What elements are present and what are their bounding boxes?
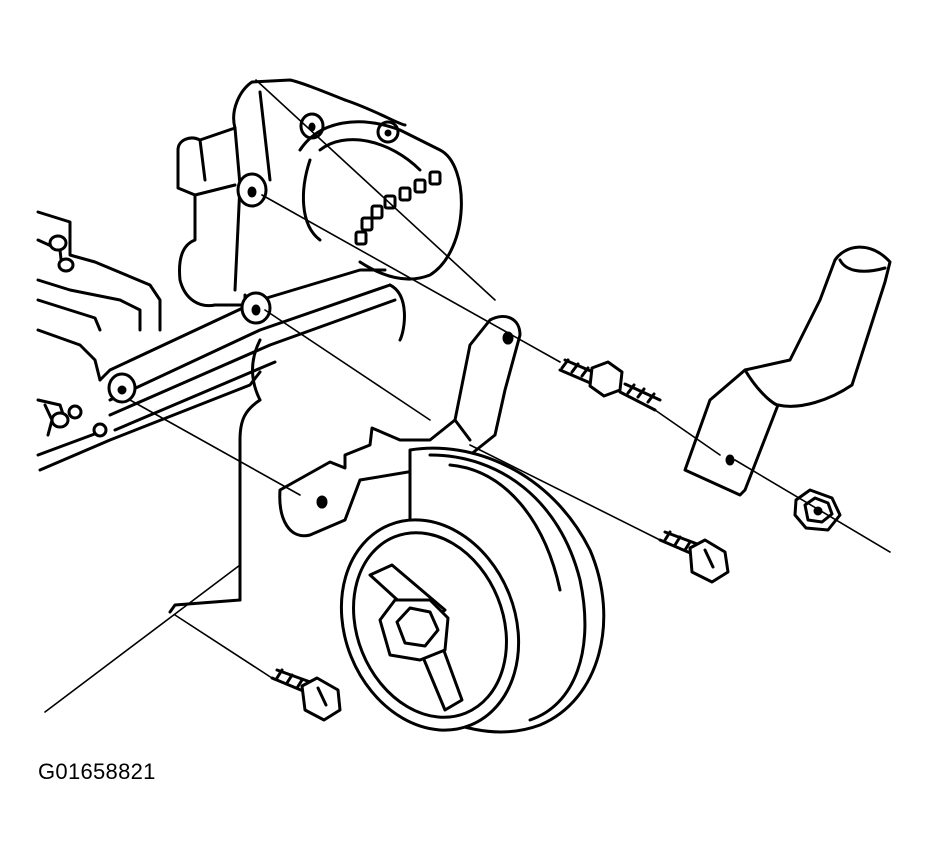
flange-nut: [793, 488, 842, 532]
pulley: [339, 446, 606, 734]
engine-block: [36, 210, 262, 472]
generator-pump: [176, 78, 463, 325]
guide-lines: [44, 79, 891, 713]
support-brace: [683, 245, 892, 497]
rotor-slots: [354, 170, 442, 246]
stud-bolt: [558, 358, 662, 412]
figure-id-label: G01658821: [38, 759, 156, 784]
upper-bolt: [658, 530, 730, 584]
rocker-cover: [98, 268, 406, 614]
lower-bolt: [270, 668, 342, 722]
tensioner-bracket: [278, 315, 522, 538]
